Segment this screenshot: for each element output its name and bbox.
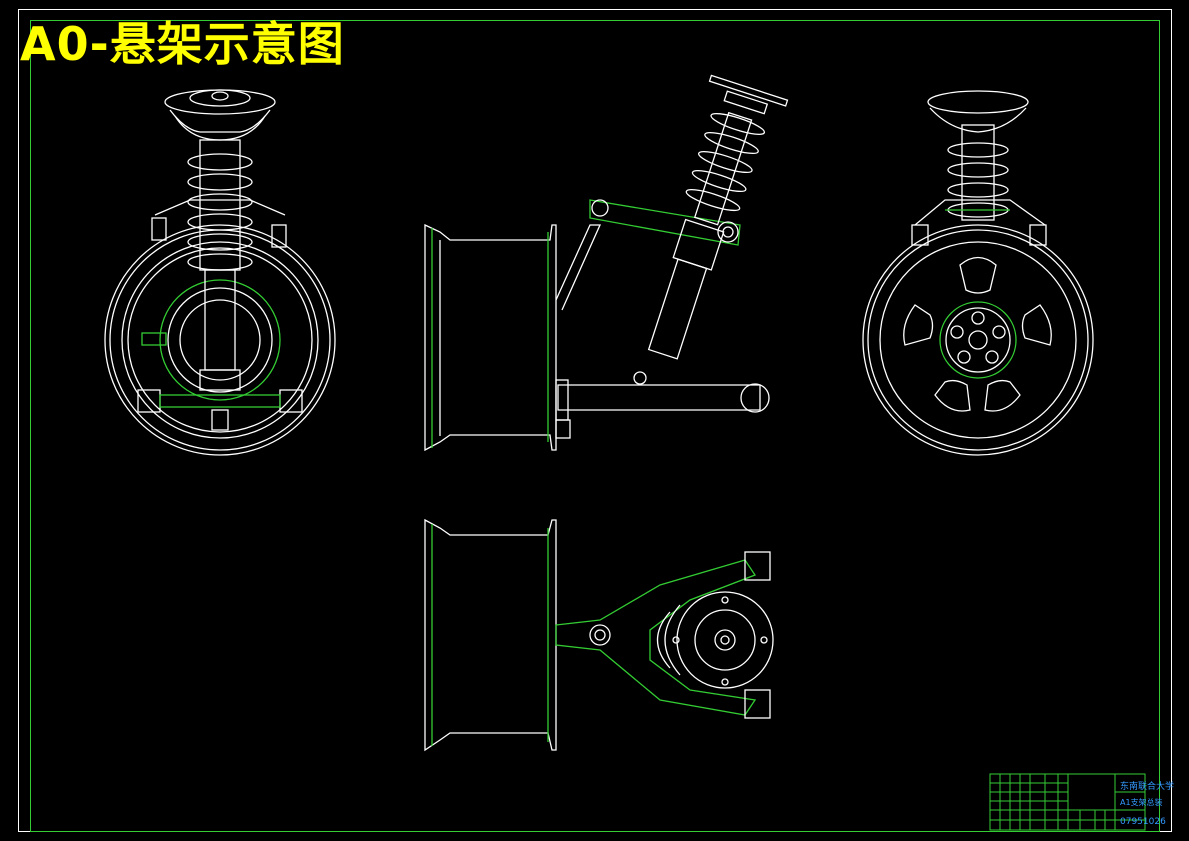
coil-spring-front bbox=[187, 153, 253, 271]
top-view bbox=[424, 518, 774, 752]
drawing-border-inner bbox=[30, 20, 1160, 832]
title-block-drawing-number: 07951026 bbox=[1120, 817, 1166, 827]
front-view bbox=[104, 89, 336, 456]
title-block bbox=[989, 773, 1146, 831]
wheel-outer-view bbox=[862, 90, 1094, 456]
drawing-title: A0-悬架示意图 bbox=[20, 17, 345, 71]
title-block-school: 东南联合大学 bbox=[1120, 782, 1175, 792]
side-view bbox=[424, 74, 789, 452]
title-block-drawing-name: A1支架总装 bbox=[1120, 798, 1163, 807]
